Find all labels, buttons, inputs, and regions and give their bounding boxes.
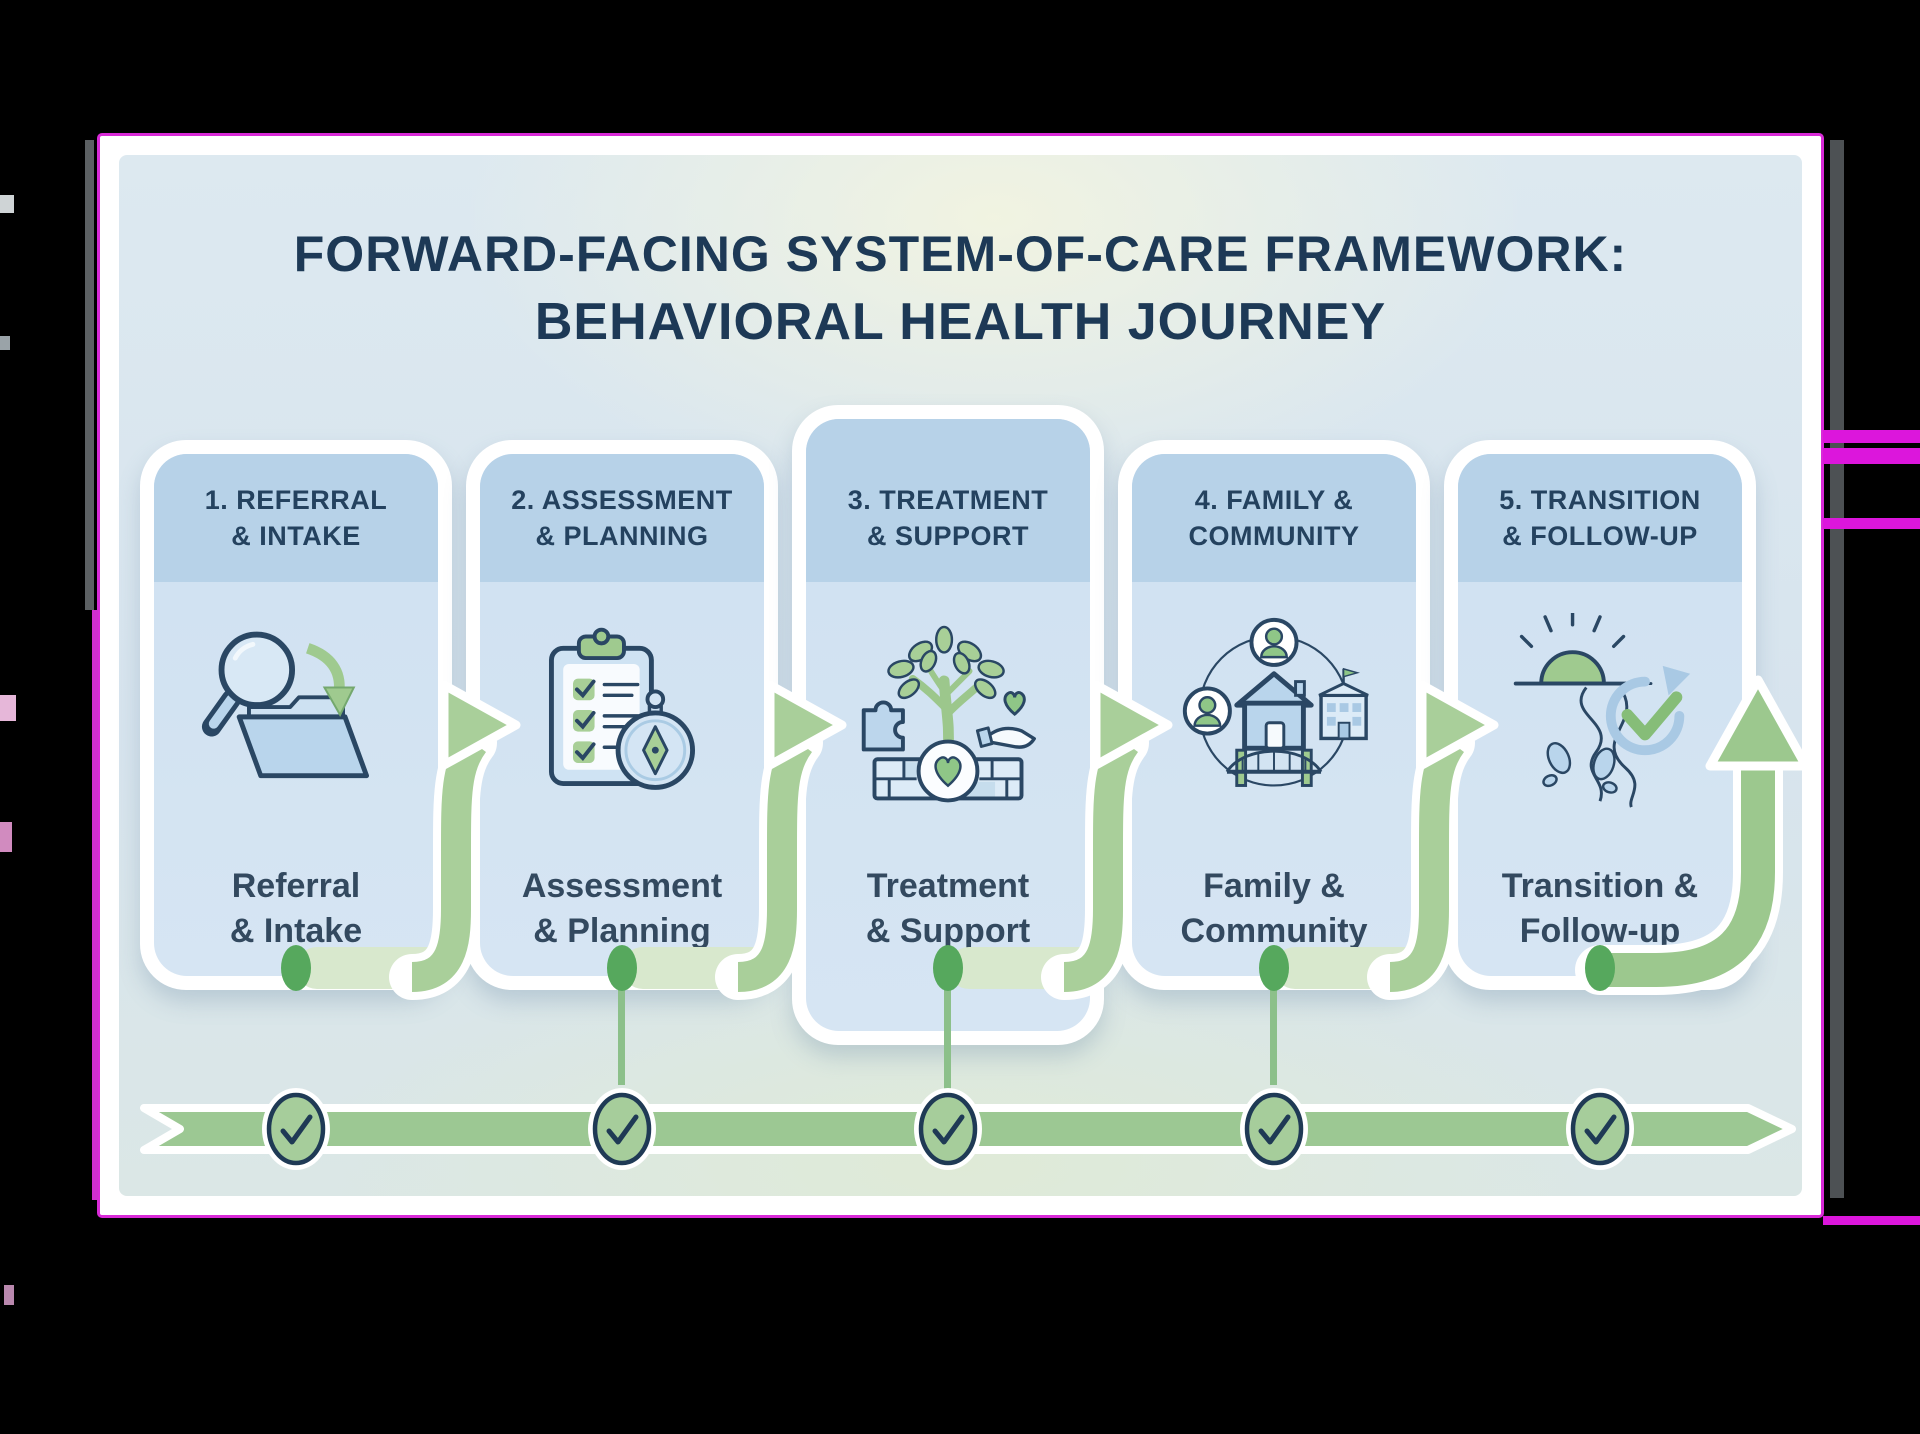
card-label: Assessment & Planning [480, 864, 764, 954]
card-header-line2: & FOLLOW-UP [1502, 521, 1698, 551]
card-label-line1: Family & [1203, 867, 1345, 905]
connector-arrow-4 [1367, 680, 1499, 1000]
card-header-line2: & SUPPORT [866, 521, 1030, 551]
card-label: Treatment & Support [806, 864, 1090, 954]
glitch-mark [0, 336, 10, 350]
glitch-strip [92, 610, 98, 1200]
title-emphasis: FORWARD-FACING [293, 226, 771, 282]
card-header-line1: 2. ASSESSMENT [511, 484, 733, 515]
card-header-line2: COMMUNITY [1188, 521, 1360, 551]
glitch-strip [1830, 140, 1844, 1198]
glitch-bar [1823, 518, 1920, 529]
card-header: 5. TRANSITION & FOLLOW-UP [1458, 454, 1742, 582]
timeline-step-5 [1566, 1088, 1634, 1170]
card-label: Referral & Intake [154, 864, 438, 954]
progress-timeline [140, 1088, 1796, 1170]
family-community-icon [1176, 613, 1372, 809]
stage-dot [607, 945, 637, 991]
glitch-mark [0, 822, 12, 852]
card-header: 2. ASSESSMENT & PLANNING [480, 454, 764, 582]
card-body: 5. TRANSITION & FOLLOW-UP [1458, 454, 1742, 976]
card-body: 2. ASSESSMENT & PLANNING [480, 454, 764, 976]
title-line1: FORWARD-FACING SYSTEM-OF-CARE FRAMEWORK: [119, 226, 1802, 284]
checkmark-icon [932, 1114, 965, 1145]
card-header-line1: 1. REFERRAL [204, 484, 388, 515]
card-transition-followup: 5. TRANSITION & FOLLOW-UP [1444, 440, 1756, 990]
card-header: 1. REFERRAL & INTAKE [154, 454, 438, 582]
card-label-line2: Follow-up [1519, 911, 1681, 950]
title-line2: BEHAVIORAL HEALTH JOURNEY [534, 292, 1387, 351]
card-treatment-support: 3. TREATMENT & SUPPORT [792, 405, 1104, 1045]
checkmark-icon [1584, 1114, 1617, 1145]
glitch-mark [0, 195, 14, 213]
card-header-line2: & PLANNING [535, 521, 709, 551]
card-header: 3. TREATMENT & SUPPORT [806, 419, 1090, 582]
glitch-strip [85, 140, 94, 610]
glitch-mark [4, 1285, 14, 1305]
card-body: 4. FAMILY & COMMUNITY [1132, 454, 1416, 976]
card-header: 4. FAMILY & COMMUNITY [1132, 454, 1416, 582]
connector-arrow-3 [1041, 680, 1173, 1000]
card-label-line2: & Intake [229, 911, 363, 950]
checkmark-icon [606, 1114, 639, 1145]
glitch-bar [1823, 430, 1920, 443]
stage-dot [1585, 945, 1615, 991]
stage-dot [933, 945, 963, 991]
card-label-line1: Treatment [866, 867, 1030, 905]
glitch-bar [1823, 1216, 1920, 1225]
timeline-step-4 [1240, 1088, 1308, 1170]
growth-tree-icon [850, 624, 1046, 820]
card-label-line1: Referral [231, 867, 361, 905]
card-assessment-planning: 2. ASSESSMENT & PLANNING [466, 440, 778, 990]
up-arrow [1575, 675, 1811, 995]
title-rest: SYSTEM-OF-CARE FRAMEWORK: [770, 226, 1628, 282]
sunrise-path-icon [1502, 611, 1698, 809]
card-label-line2: Community [1180, 911, 1368, 950]
stage-dot [281, 945, 311, 991]
card-header-line1: 5. TRANSITION [1499, 484, 1701, 515]
card-header-line1: 4. FAMILY & [1194, 484, 1354, 515]
card-label-line1: Transition & [1501, 867, 1699, 905]
card-header-line2: & INTAKE [231, 521, 361, 551]
clipboard-compass-icon [524, 613, 720, 809]
timeline-step-3 [914, 1088, 982, 1170]
glitch-mark [0, 695, 16, 721]
magnifier-folder-icon [198, 613, 394, 809]
stem-line [944, 985, 951, 1097]
stage-dot [1259, 945, 1289, 991]
connector-arrow-1 [389, 680, 521, 1000]
card-header-line1: 3. TREATMENT [847, 484, 1049, 515]
card-body: 1. REFERRAL & INTAKE Referral & Intake [154, 454, 438, 976]
connector-arrow-2 [715, 680, 847, 1000]
card-label: Family & Community [1132, 864, 1416, 954]
card-label: Transition & Follow-up [1458, 864, 1742, 954]
card-label-line2: & Support [865, 911, 1031, 950]
stem-line [618, 985, 625, 1085]
card-label-line2: & Planning [533, 911, 711, 950]
timeline-step-2 [588, 1088, 656, 1170]
checkmark-icon [1258, 1114, 1291, 1145]
card-label-line1: Assessment [521, 867, 723, 905]
card-body: 3. TREATMENT & SUPPORT [806, 419, 1090, 1031]
card-referral-intake: 1. REFERRAL & INTAKE Referral & Intake [140, 440, 452, 990]
stem-line [1270, 985, 1277, 1085]
page-title: FORWARD-FACING SYSTEM-OF-CARE FRAMEWORK:… [119, 226, 1802, 352]
card-family-community: 4. FAMILY & COMMUNITY [1118, 440, 1430, 990]
timeline-step-1 [262, 1088, 330, 1170]
glitch-bar [1823, 448, 1920, 464]
checkmark-icon [280, 1114, 313, 1145]
